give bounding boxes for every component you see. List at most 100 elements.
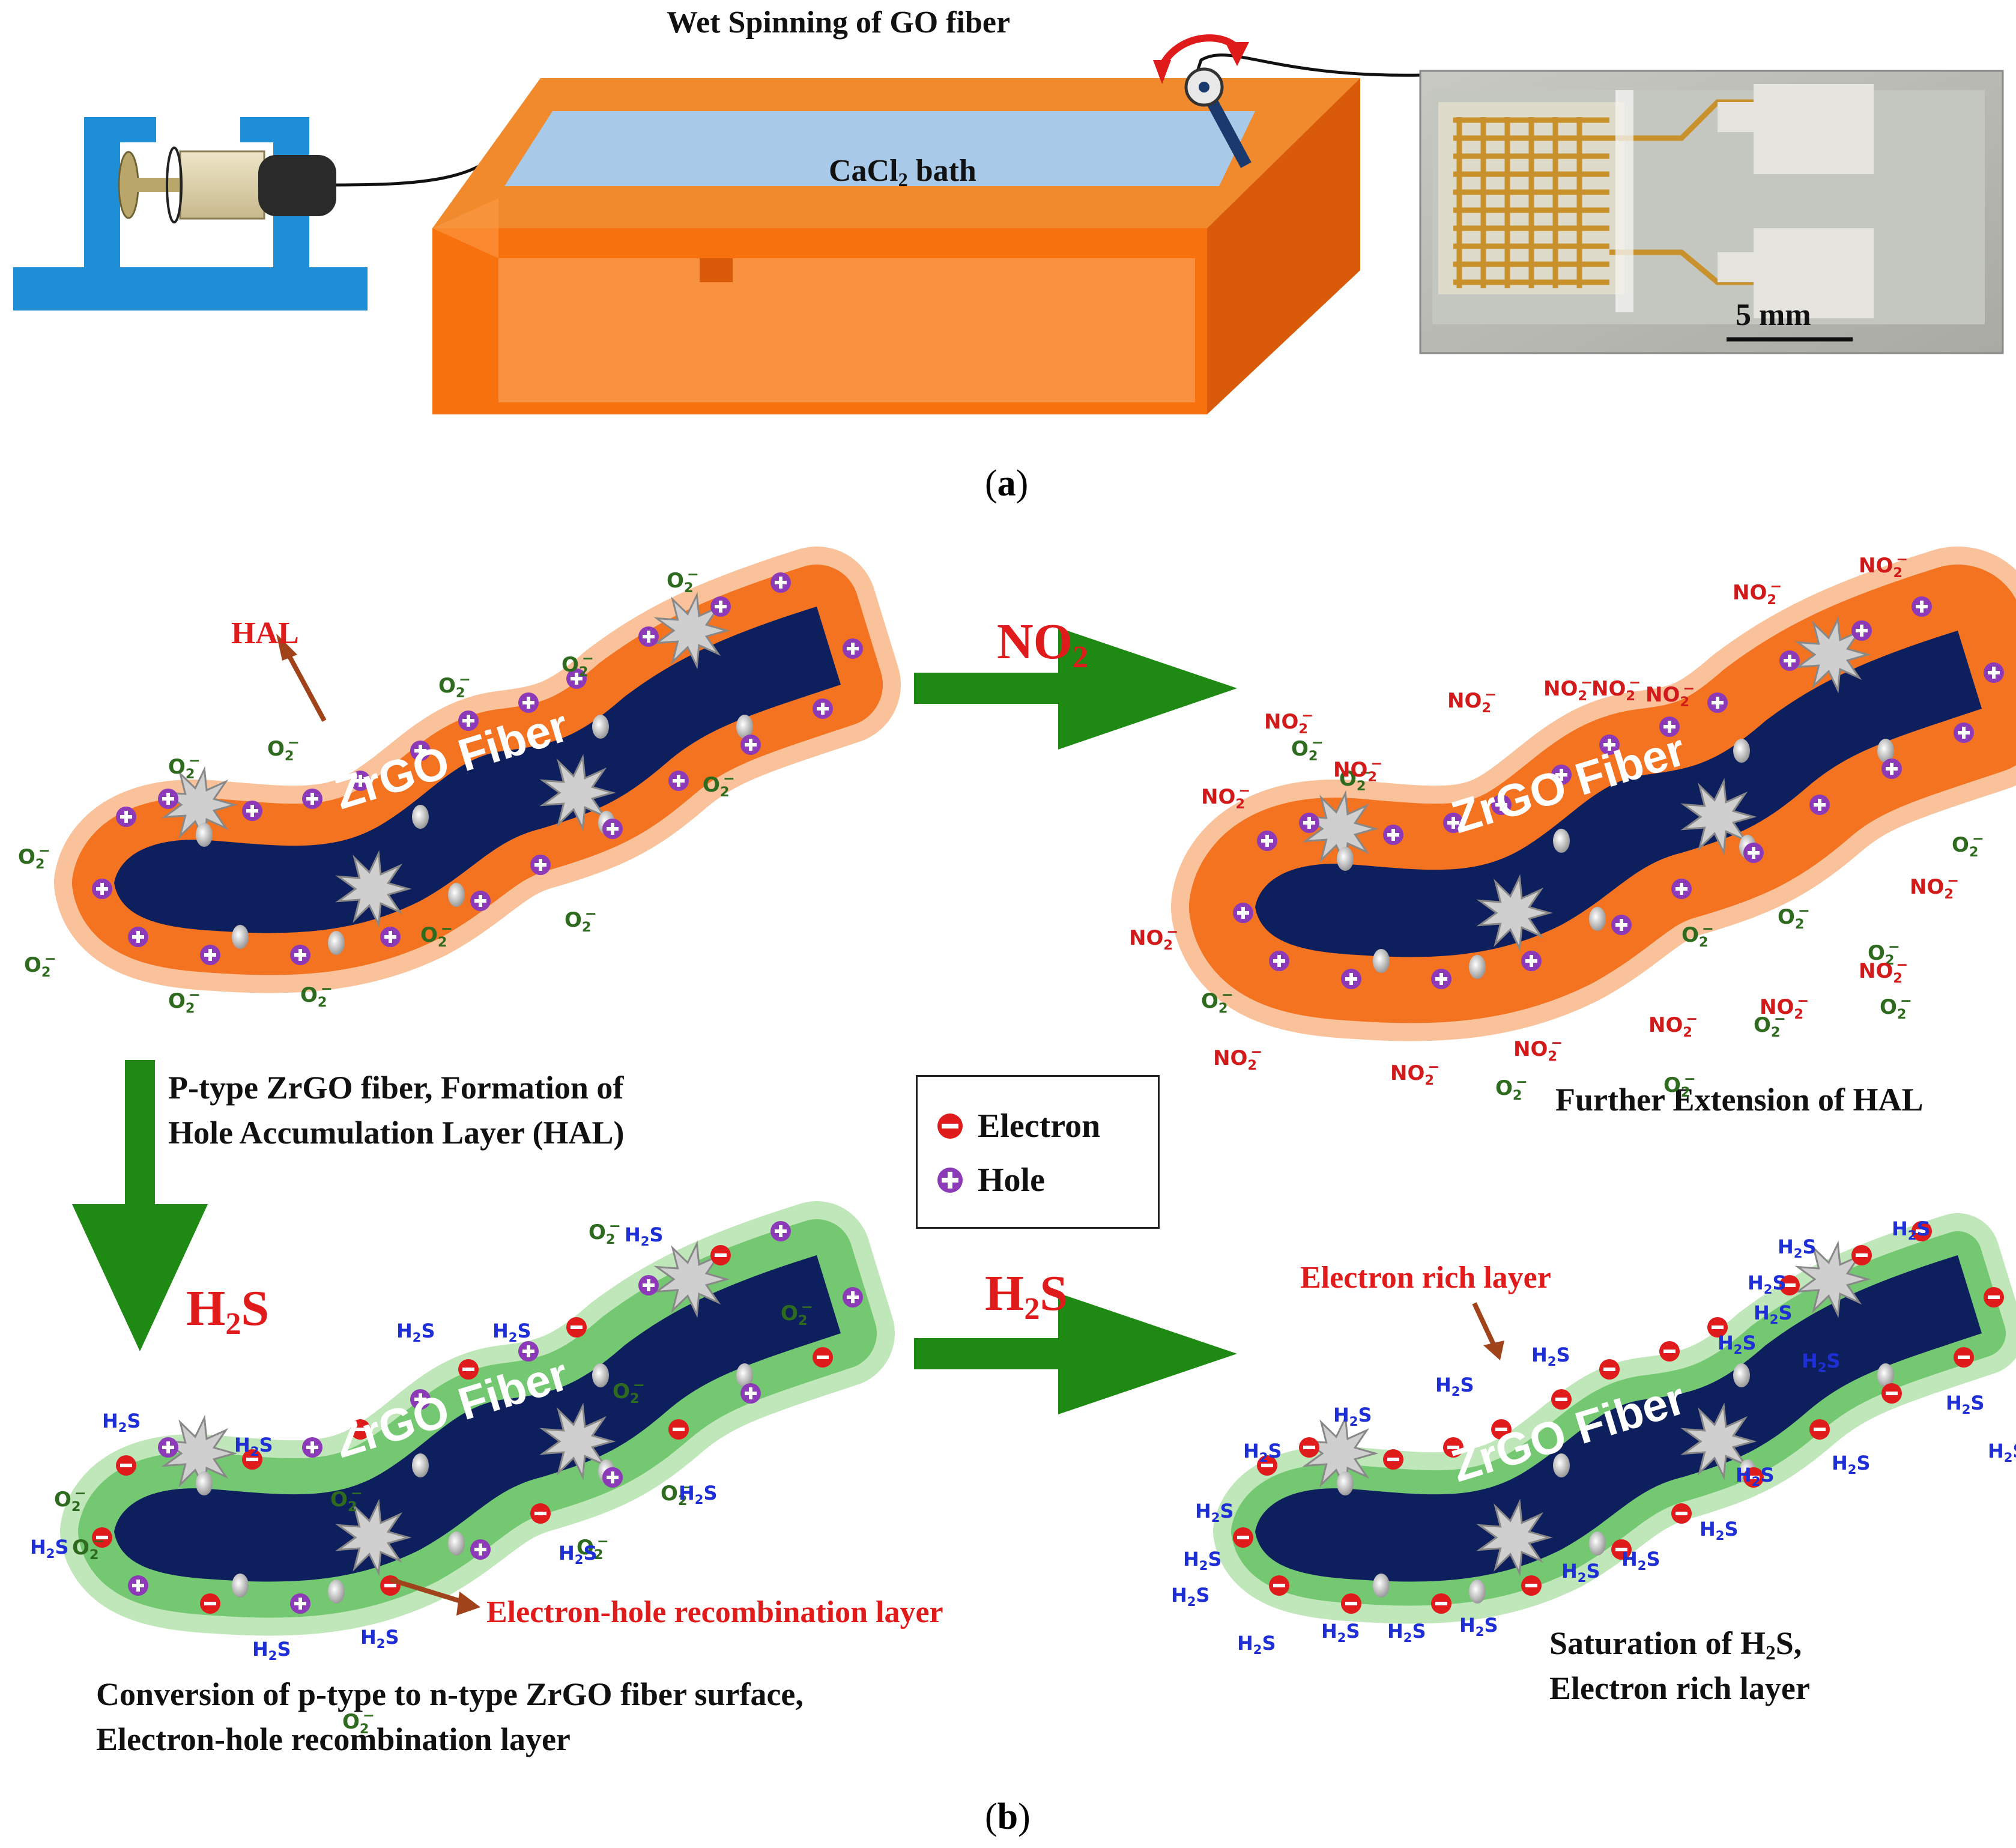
o2-label: O2− (420, 919, 453, 950)
o2-label: O2− (661, 1478, 693, 1509)
charge-minus (571, 1325, 583, 1329)
grain-ball (196, 823, 213, 847)
arrow-h2s-down-s: S (241, 1280, 270, 1336)
arrow-h2s-down-sub: 2 (225, 1306, 241, 1341)
charge-minus (384, 1584, 396, 1587)
defect-star (335, 1498, 412, 1577)
charge-plus (298, 949, 302, 961)
legend-hole: Hole (936, 1161, 1045, 1199)
defect-star (1302, 1414, 1379, 1492)
legend-electron-label: Electron (978, 1107, 1101, 1145)
legend: Electron Hole (916, 1075, 1160, 1229)
charge-plus (1241, 907, 1245, 919)
arrow-h2s-down-label: H2S (186, 1279, 270, 1341)
charge-plus (1391, 829, 1395, 841)
charge-plus (166, 1441, 170, 1453)
charge-minus (96, 1536, 108, 1539)
h2s-label: H2S (1718, 1331, 1757, 1357)
no2-label: NO2− (1129, 922, 1179, 953)
grain-ball (736, 715, 753, 739)
charge-plus (719, 601, 722, 613)
caption-a: (a) (985, 463, 1029, 504)
charge-plus (1439, 973, 1443, 985)
no2-label: NO2− (1733, 577, 1782, 608)
o2-label: O2− (613, 1376, 645, 1407)
charge-minus (1345, 1602, 1357, 1605)
defect-star (335, 850, 412, 928)
charge-minus (1387, 1458, 1399, 1461)
charge-plus (647, 631, 650, 643)
grain-ball (232, 1574, 249, 1598)
hal-arrowhead (276, 634, 297, 661)
bath-label-tail: bath (907, 154, 976, 188)
desc-ptype-line2: Hole Accumulation Layer (HAL) (168, 1115, 625, 1151)
arrow-no2-label: NO2 (997, 613, 1088, 674)
defect-star (1302, 790, 1379, 868)
h2s-label: H2S (1561, 1560, 1600, 1586)
charge-plus (749, 739, 752, 751)
o2-label: O2− (1201, 986, 1234, 1016)
charge-plus (1307, 817, 1311, 829)
no2-label: NO2− (1390, 1058, 1440, 1088)
grain-ball (232, 925, 249, 949)
o2-label: O2− (300, 980, 333, 1010)
defect-star (1476, 874, 1553, 952)
charge-minus (1988, 1295, 2000, 1299)
grain-ball (1373, 949, 1390, 973)
bath-label-main: CaCl (829, 154, 898, 188)
recombination-label: Electron-hole recombination layer (486, 1595, 943, 1629)
charge-minus (1784, 1283, 1796, 1287)
grain-ball (1373, 1574, 1390, 1598)
h2s-label: H2S (1459, 1614, 1498, 1640)
defect-star (539, 1402, 616, 1480)
charge-plus (575, 673, 578, 685)
o2-label: O2− (1495, 1073, 1528, 1103)
fiber-group (1171, 547, 2016, 1041)
panel-a (13, 34, 2004, 414)
hal-label: HAL (231, 616, 299, 650)
arrow-h2s-right-label: H2S (985, 1264, 1068, 1326)
charge-plus (1716, 697, 1719, 709)
charge-minus (462, 1368, 474, 1371)
h2s-label: H2S (492, 1319, 531, 1345)
h2s-label: H2S (1171, 1584, 1210, 1610)
charge-minus (1958, 1356, 1970, 1359)
charge-plus (467, 715, 470, 727)
bath-label: CaCl2 bath (829, 153, 976, 190)
charge-plus (1920, 601, 1924, 613)
scale-bar-label: 5 mm (1736, 298, 1811, 332)
h2s-label: H2S (1183, 1548, 1222, 1574)
o2-label: O2− (1291, 733, 1324, 764)
arrow-h2s-down-h: H (186, 1280, 226, 1336)
grain-ball (1877, 739, 1894, 763)
charge-plus (1530, 955, 1533, 967)
o2-label: O2− (1778, 901, 1810, 932)
charge-minus (1748, 1476, 1760, 1479)
h2s-label: H2S (1387, 1620, 1426, 1646)
grain-ball (1589, 907, 1606, 931)
charge-minus (817, 1356, 829, 1359)
sensor-photo (1419, 70, 2004, 354)
charge-plus (1560, 769, 1563, 781)
electron-icon (937, 1113, 963, 1139)
charge-plus (611, 1471, 614, 1483)
o2-label: O2− (1868, 938, 1900, 968)
grain-ball (1553, 829, 1570, 853)
charge-plus (250, 805, 254, 817)
charge-minus (1886, 1392, 1898, 1395)
charge-plus (779, 577, 782, 589)
o2-label: O2− (1663, 1070, 1696, 1100)
arrow-h2s-right (914, 1293, 1237, 1414)
h2s-label: H2S (1237, 1632, 1276, 1658)
charge-minus (1712, 1325, 1724, 1329)
h2s-label: H2S (1700, 1518, 1739, 1544)
no2-label: NO2− (1264, 706, 1314, 737)
h2s-label: H2S (30, 1536, 69, 1562)
recombination-arrow (389, 1577, 470, 1606)
arrow-no2 (914, 628, 1237, 750)
h2s-label: H2S (1988, 1440, 2016, 1465)
h2s-label: H2S (360, 1626, 399, 1652)
grain-ball (1589, 1531, 1606, 1556)
grain-ball (328, 931, 345, 955)
